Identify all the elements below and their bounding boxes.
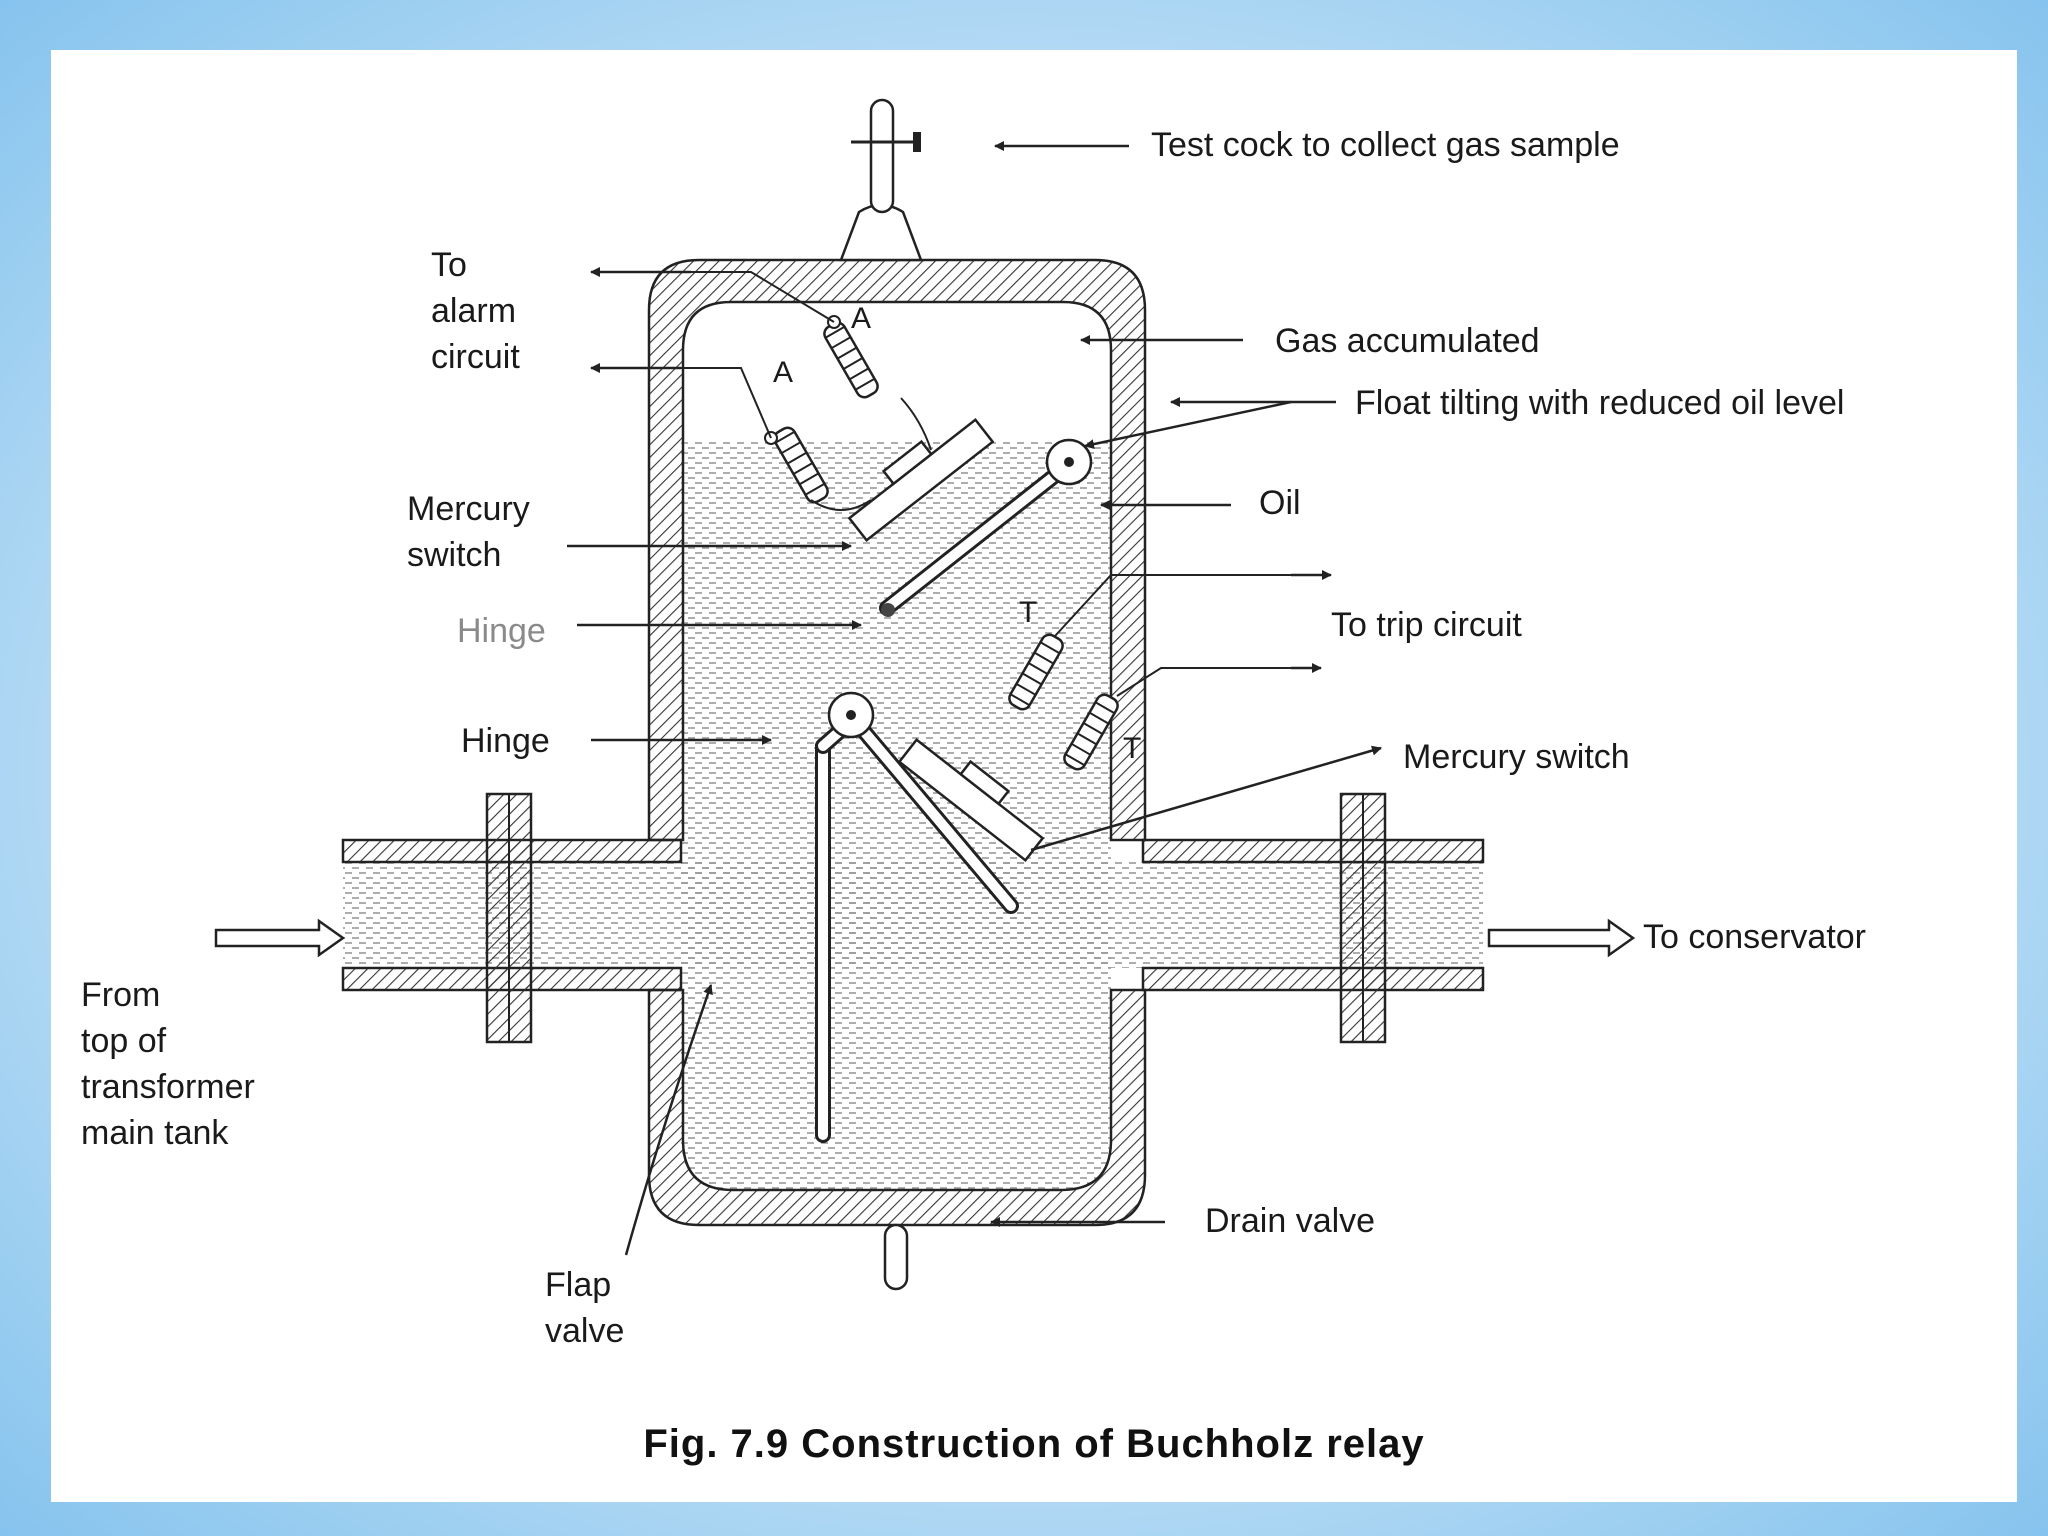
oil-region xyxy=(343,440,1483,1190)
label-hinge-lower: Hinge xyxy=(461,722,550,760)
label-switch-t-1: T xyxy=(1019,596,1038,629)
label-drain-valve: Drain valve xyxy=(1205,1202,1376,1240)
label-test-cock: Test cock to collect gas sample xyxy=(1151,126,1620,164)
label-to-alarm-1: To xyxy=(431,246,467,284)
label-from-top-4: main tank xyxy=(81,1114,229,1152)
lower-flap-assembly xyxy=(815,574,1291,1143)
flanges xyxy=(485,792,1387,1044)
pipe-walls xyxy=(341,838,1485,992)
inlet-flow-arrow xyxy=(214,918,346,958)
pointer-arrows xyxy=(567,141,1382,1256)
label-switch-a-1: A xyxy=(773,356,794,389)
label-to-alarm-2: alarm xyxy=(431,292,517,330)
label-switch-a-2: A xyxy=(851,302,872,335)
upper-float-assembly xyxy=(764,315,1093,617)
label-to-alarm-3: circuit xyxy=(431,338,520,376)
label-mercury-switch-bottom: Mercury switch xyxy=(1403,738,1630,776)
figure-caption: Fig. 7.9 Construction of Buchholz relay xyxy=(643,1422,1425,1466)
label-oil: Oil xyxy=(1259,484,1301,522)
label-switch-t-2: T xyxy=(1123,732,1142,765)
buchholz-relay-diagram xyxy=(214,98,1636,1291)
label-mercury-switch-top-1: Mercury xyxy=(407,490,530,528)
label-flap-valve-2: valve xyxy=(545,1312,625,1350)
label-to-trip: To trip circuit xyxy=(1331,606,1522,644)
label-gas-accumulated: Gas accumulated xyxy=(1275,322,1540,360)
label-to-conservator: To conservator xyxy=(1643,918,1866,956)
chamber-wall xyxy=(647,258,1147,1227)
label-from-top-1: From xyxy=(81,976,161,1014)
drain-valve xyxy=(883,1223,909,1291)
label-mercury-switch-top-2: switch xyxy=(407,536,502,574)
label-flap-valve-1: Flap xyxy=(545,1266,612,1304)
slide: Test cock to collect gas sample To alarm… xyxy=(51,50,2017,1502)
outlet-flow-arrow xyxy=(1487,918,1636,958)
label-from-top-2: top of xyxy=(81,1022,167,1060)
test-cock xyxy=(839,98,923,262)
label-from-top-3: transformer xyxy=(81,1068,255,1106)
label-float-tilting: Float tilting with reduced oil level xyxy=(1355,384,1845,422)
label-hinge-upper: Hinge xyxy=(457,612,546,650)
